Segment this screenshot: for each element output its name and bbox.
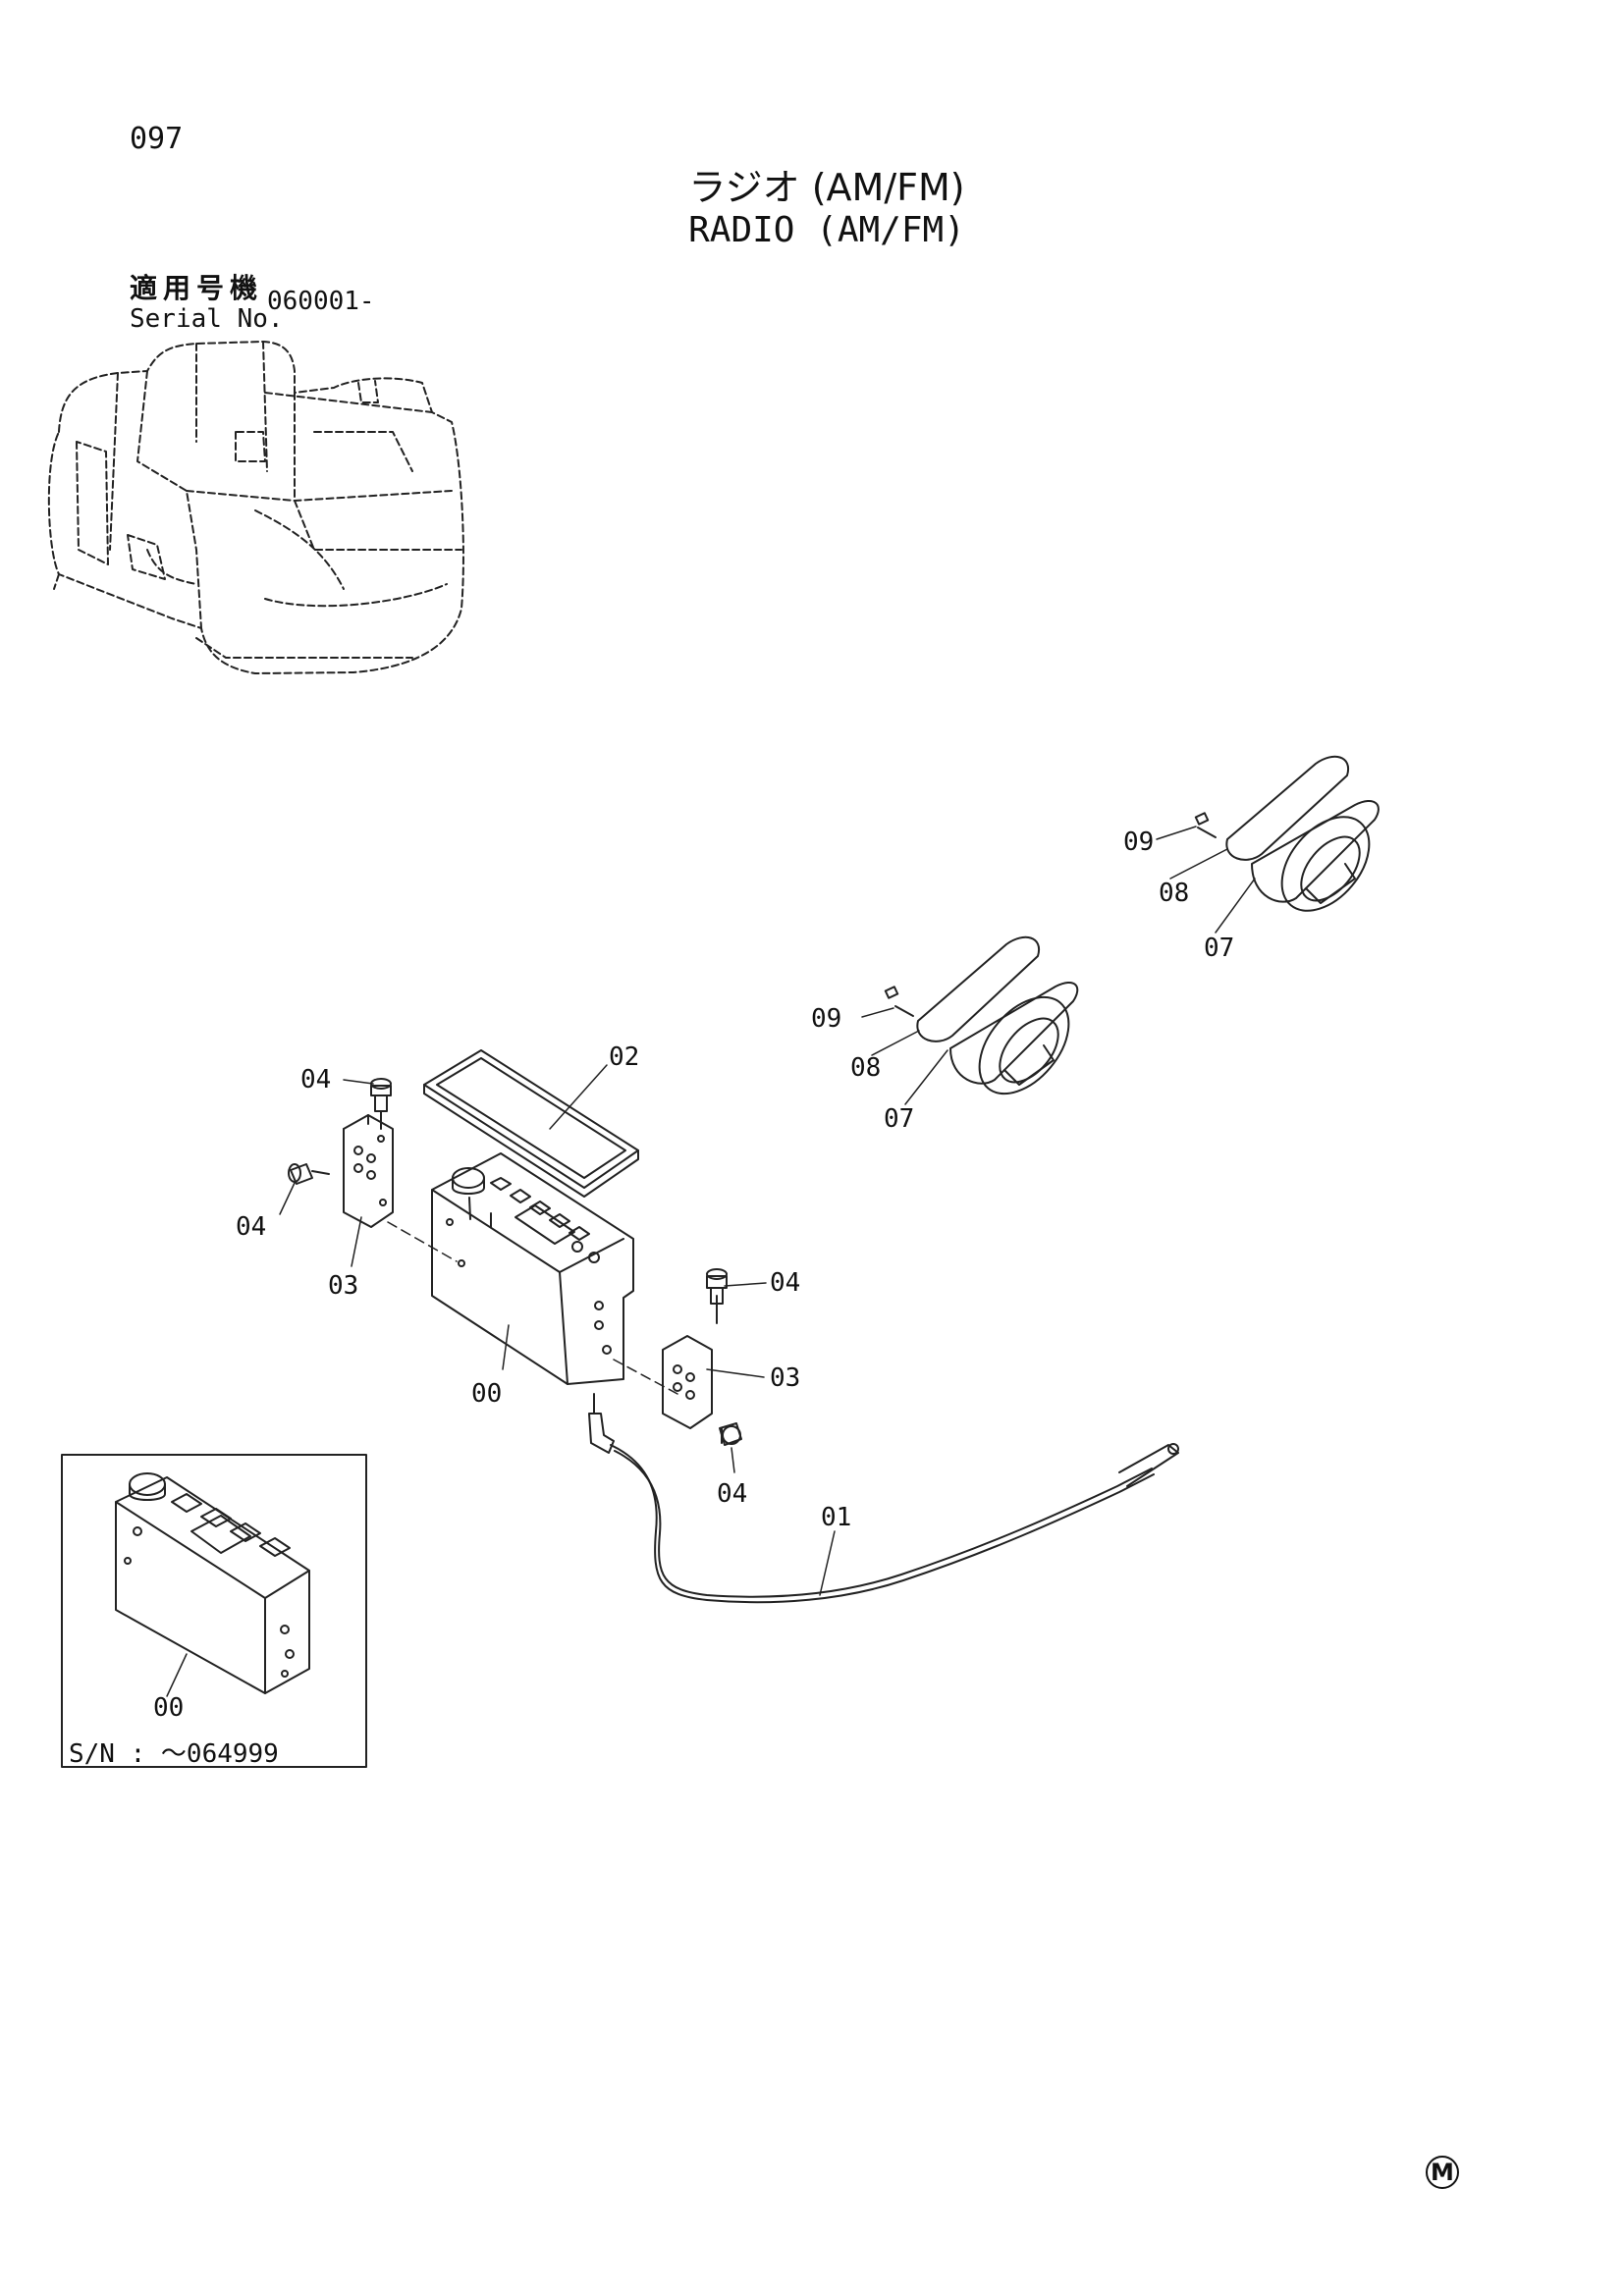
callout-09-upper: 09 [1123,828,1154,857]
callout-08-upper: 08 [1159,879,1189,908]
inset-serial-note: S/N : ～064999 [69,1739,279,1769]
callout-09-lower: 09 [811,1004,841,1034]
callout-01: 01 [821,1503,851,1532]
callout-00-inset: 00 [153,1693,184,1723]
speaker-assembly-lower [884,935,1079,1095]
inset-box [61,1454,367,1768]
page-number: 097 [130,122,184,156]
page-title-japanese: ラジオ (AM/FM) [688,166,965,209]
callout-07-upper: 07 [1204,934,1234,963]
radio-unit [431,1152,634,1385]
callout-04-top-left: 04 [300,1065,331,1095]
radio-bezel-frame [423,1049,639,1198]
serial-label-english: Serial No. [130,304,284,334]
callout-04-right-top: 04 [770,1268,800,1298]
page-title-english: RADIO (AM/FM) [688,210,965,250]
callout-04-right-bottom: 04 [717,1479,747,1509]
assembly-guide-lines [387,1221,678,1395]
callout-04-left: 04 [236,1212,266,1242]
serial-number-value: 060001- [267,287,375,316]
callout-07-lower: 07 [884,1104,914,1134]
inset-radio-unit-old [115,1472,310,1697]
machine-overview [47,341,464,674]
serial-label-japanese: 適用号機 [130,272,264,304]
callout-02: 02 [609,1042,639,1072]
speaker-assembly-upper [1194,755,1380,912]
bracket-left [288,1078,394,1228]
leader-lines [279,826,1256,1596]
callout-00-main: 00 [471,1379,502,1409]
maker-mark: M [1426,2156,1459,2189]
bracket-right [662,1268,742,1446]
callout-03-left: 03 [328,1271,358,1301]
callout-08-lower: 08 [850,1053,881,1083]
callout-03-right: 03 [770,1363,800,1393]
antenna-cable [588,1393,1179,1604]
